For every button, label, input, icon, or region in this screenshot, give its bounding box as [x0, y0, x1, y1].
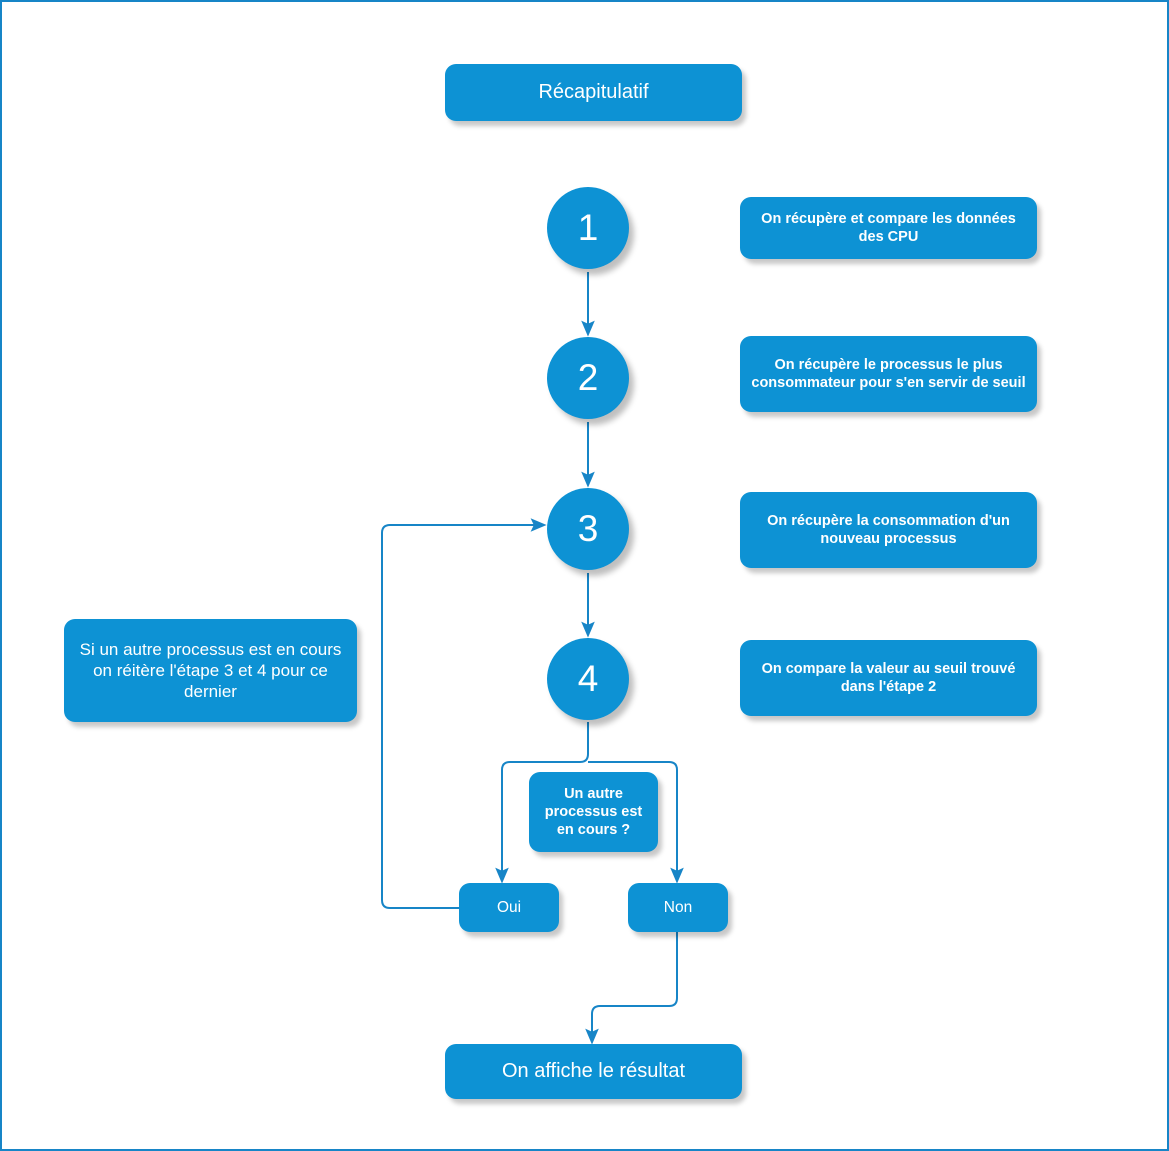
title-text: Récapitulatif [538, 81, 649, 103]
result-box: On affiche le résultat [445, 1044, 742, 1099]
result-text: On affiche le résultat [501, 1060, 686, 1082]
branch-no-label: Non [663, 898, 693, 916]
step-circle-2: 2 [547, 337, 629, 419]
decision-question-text: Un autre processus est en cours ? [544, 785, 643, 839]
step-note-1: On récupère et compare les données des C… [740, 197, 1037, 259]
title-box: Récapitulatif [445, 64, 742, 121]
step-number-2: 2 [577, 357, 599, 398]
step-note-2-text: On récupère le processus le plus consomm… [751, 356, 1026, 391]
step-circle-4: 4 [547, 638, 629, 720]
branch-yes-label: Oui [496, 898, 522, 916]
step-number-1: 1 [577, 207, 599, 248]
branch-no-box: Non [628, 883, 728, 932]
step-note-2: On récupère le processus le plus consomm… [740, 336, 1037, 412]
step-note-3-text: On récupère la consommation d'un nouveau… [767, 512, 1010, 547]
step-note-4-text: On compare la valeur au seuil trouvé dan… [761, 660, 1016, 695]
branch-yes-box: Oui [459, 883, 559, 932]
step-number-4: 4 [577, 658, 599, 699]
step-note-1-text: On récupère et compare les données des C… [761, 210, 1016, 245]
step-number-3: 3 [577, 508, 599, 549]
step-note-3: On récupère la consommation d'un nouveau… [740, 492, 1037, 568]
step-circle-1: 1 [547, 187, 629, 269]
step-note-4: On compare la valeur au seuil trouvé dan… [740, 640, 1037, 716]
connector-non-to-result [585, 932, 678, 1045]
step-circle-3: 3 [547, 488, 629, 570]
decision-box: Un autre processus est en cours ? [529, 772, 658, 852]
loop-note-text: Si un autre processus est en cours on ré… [79, 639, 342, 702]
connector-oui-loop-to-3 [381, 518, 547, 909]
loop-note-box: Si un autre processus est en cours on ré… [64, 619, 357, 722]
